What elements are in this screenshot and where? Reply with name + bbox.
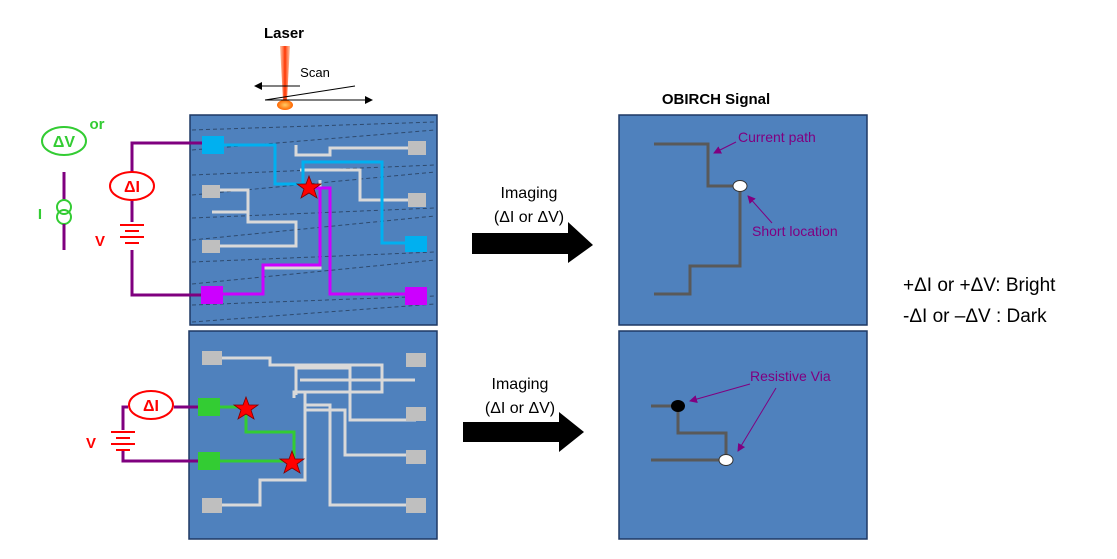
gray-wires-bottom (212, 356, 416, 507)
delta-i-label-top: ΔI (124, 179, 140, 196)
voltage-label-top: V (95, 233, 105, 250)
current-path-pointer (713, 141, 737, 154)
via-signal-upper (651, 404, 728, 460)
voltage-label-bottom: V (86, 435, 96, 452)
battery-icon-bottom (111, 431, 135, 451)
resistive-via-label: Resistive Via (750, 368, 831, 384)
via-star-1 (232, 395, 260, 420)
short-star-top (295, 174, 323, 199)
top-circuit: ΔI V ΔV or I (38, 116, 202, 297)
short-location-pointer (747, 195, 773, 224)
resistive-via-pointer-1 (689, 383, 751, 403)
current-path-label: Current path (738, 129, 816, 145)
resistive-via-bright-dot (718, 454, 734, 466)
imaging-top-line1: Imaging (501, 185, 558, 202)
top-pads (201, 136, 427, 305)
signal-panel-top: Current path Short location (618, 114, 868, 326)
top-lead-upper (130, 141, 202, 172)
scan-label: Scan (300, 65, 330, 80)
laser-group: Laser Scan (254, 25, 373, 110)
scan-lines (191, 121, 436, 323)
imaging-bottom-line2: (ΔI or ΔV) (485, 400, 555, 417)
resistive-via-pointer-2 (737, 387, 777, 452)
magenta-wire (212, 188, 322, 296)
delta-i-meter-top (109, 171, 155, 201)
imaging-arrow-top (472, 222, 593, 263)
top-lead-bottom (130, 250, 201, 297)
green-wire (212, 405, 296, 461)
legend-dark: -ΔI or –ΔV : Dark (903, 306, 1047, 327)
legend-bright: +ΔI or +ΔV: Bright (903, 275, 1056, 296)
imaging-bottom-line1: Imaging (492, 376, 549, 393)
bottom-circuit: ΔI V (86, 390, 198, 463)
delta-v-meter (41, 126, 87, 156)
blue-wire (212, 143, 416, 245)
imaging-top: Imaging (ΔI or ΔV) (472, 185, 593, 263)
legend: +ΔI or +ΔV: Bright -ΔI or –ΔV : Dark (903, 275, 1056, 327)
imaging-bottom: Imaging (ΔI or ΔV) (463, 376, 584, 452)
imaging-arrow-bottom (463, 412, 584, 452)
short-location-label: Short location (752, 223, 838, 239)
imaging-top-line2: (ΔI or ΔV) (494, 209, 564, 226)
resistive-via-dark-dot (671, 400, 685, 412)
current-source-label: I (38, 206, 42, 223)
delta-i-label-bottom: ΔI (143, 398, 159, 415)
battery-icon-top (120, 224, 144, 244)
current-source-icon (56, 172, 72, 250)
laser-beam (280, 46, 290, 100)
via-star-2 (278, 449, 306, 474)
laser-spot (277, 100, 293, 110)
bottom-lead-mid (121, 405, 128, 430)
delta-i-meter-bottom (128, 390, 174, 420)
magenta-wire-2 (309, 186, 416, 296)
current-path-line (654, 142, 742, 296)
short-location-dot (732, 180, 748, 192)
laser-label: Laser (264, 25, 304, 42)
bottom-die-panel (188, 330, 438, 540)
signal-title: OBIRCH Signal (662, 91, 770, 108)
delta-v-label: ΔV (53, 134, 76, 151)
signal-panel-bottom: Resistive Via (618, 330, 868, 540)
scan-diagonal (264, 85, 356, 101)
bottom-lead-lower (121, 450, 198, 463)
or-label: or (90, 116, 105, 133)
top-die-panel (189, 114, 438, 326)
bottom-pads (198, 351, 426, 513)
